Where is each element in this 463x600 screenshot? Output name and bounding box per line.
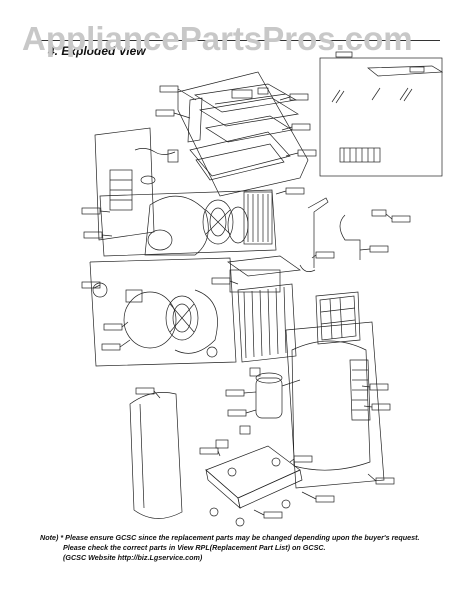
page-title: 4. Exploded View: [48, 44, 146, 58]
fan-motor-assembly: [92, 282, 218, 358]
blower-assembly: [99, 189, 277, 257]
base-pan: [205, 425, 303, 527]
filter: [315, 291, 361, 345]
watermark-logo: AppliancePartsPros.com: [22, 20, 413, 57]
coil-assembly: [227, 255, 301, 363]
refrigerant-tubes: [299, 197, 387, 272]
title-rule: [40, 40, 440, 41]
part-callouts: [81, 85, 411, 519]
accessory-kit-box: [319, 51, 444, 177]
front-cabinet: [129, 392, 183, 519]
note-line-2: Please check the correct parts in View R…: [63, 543, 326, 552]
note-line-1: Note) * Please ensure GCSC since the rep…: [40, 533, 420, 542]
rear-cabinet: [291, 340, 371, 471]
electrical-box: [94, 127, 179, 241]
note-line-3: (GCSC Website http://biz.Lgservice.com): [63, 553, 203, 562]
compressor: [249, 367, 301, 419]
